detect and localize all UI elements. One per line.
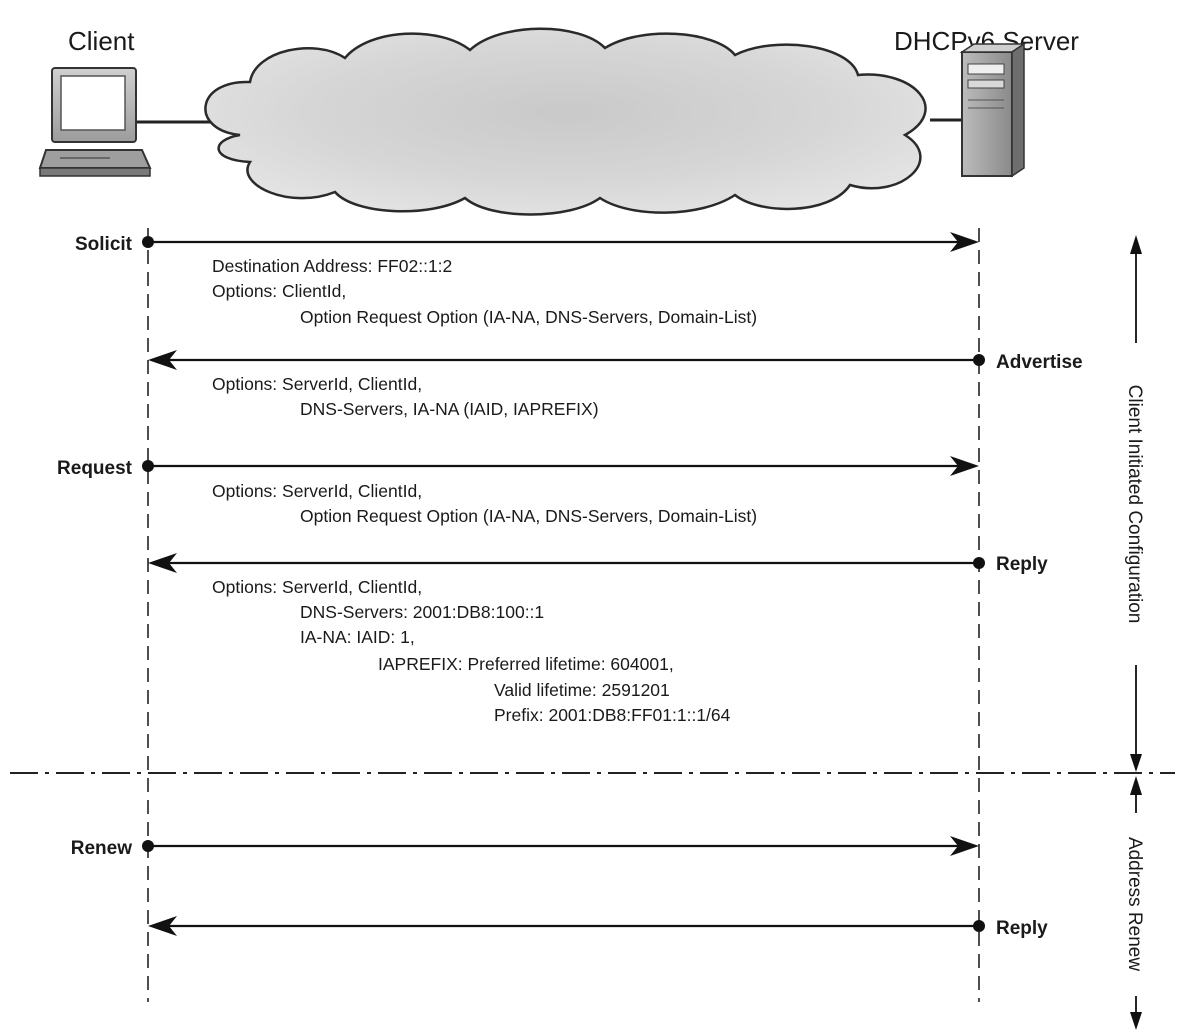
phase-configuration-label: Client Initiated Configuration: [1124, 385, 1145, 624]
renew-message: Renew: [71, 836, 979, 859]
request-option-line: Option Request Option (IA-NA, DNS-Server…: [300, 506, 757, 526]
advertise-option-line: Options: ServerId, ClientId,: [212, 374, 422, 394]
renew-label: Renew: [71, 838, 132, 859]
reply-option-line: IA-NA: IAID: 1,: [300, 627, 415, 647]
reply-option-line: Valid lifetime: 2591201: [494, 680, 670, 700]
phase-renew-label: Address Renew: [1124, 837, 1145, 971]
request-message: Request: [57, 456, 979, 479]
advertise-message: Advertise: [148, 350, 1083, 373]
computer-icon: [40, 68, 150, 176]
solicit-label: Solicit: [75, 234, 133, 255]
request-option-line: Options: ServerId, ClientId,: [212, 481, 422, 501]
reply-message: Reply: [148, 553, 1048, 575]
request-label: Request: [57, 458, 133, 479]
renew-reply-label: Reply: [996, 918, 1048, 939]
client-label: Client: [68, 26, 135, 56]
cloud-icon: [205, 29, 925, 215]
reply-option-line: Prefix: 2001:DB8:FF01:1::1/64: [494, 705, 731, 725]
advertise-option-line: DNS-Servers, IA-NA (IAID, IAPREFIX): [300, 399, 599, 419]
solicit-option-line: Option Request Option (IA-NA, DNS-Server…: [300, 307, 757, 327]
advertise-label: Advertise: [996, 352, 1083, 373]
solicit-option-line: Options: ClientId,: [212, 281, 346, 301]
server-icon: [962, 44, 1024, 176]
reply-option-line: IAPREFIX: Preferred lifetime: 604001,: [378, 654, 674, 674]
phase-bracket-renew: Address Renew: [1124, 776, 1145, 1030]
reply-option-line: Options: ServerId, ClientId,: [212, 577, 422, 597]
phase-bracket-configuration: Client Initiated Configuration: [1124, 235, 1145, 772]
solicit-option-line: Destination Address: FF02::1:2: [212, 256, 452, 276]
renew-reply-message: Reply: [148, 916, 1048, 939]
reply-label: Reply: [996, 554, 1048, 575]
solicit-message: Solicit: [75, 232, 979, 255]
reply-option-line: DNS-Servers: 2001:DB8:100::1: [300, 602, 544, 622]
